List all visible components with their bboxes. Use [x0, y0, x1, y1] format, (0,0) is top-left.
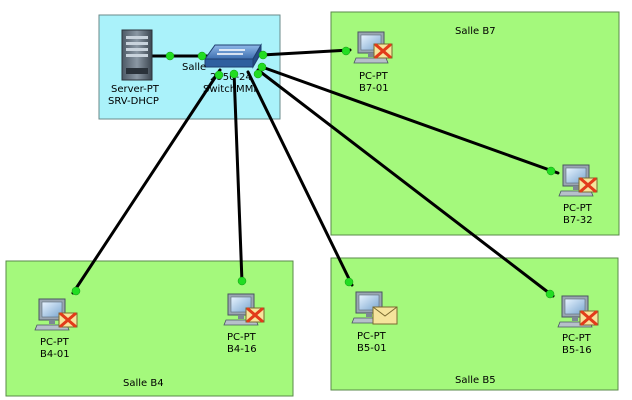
server-type-label: Server-PT [111, 84, 160, 95]
link-switch-b4-16 [232, 70, 244, 284]
pc-b7-32-type: PC-PT [563, 203, 593, 214]
links [71, 48, 560, 298]
pc-b7-01-name: B7-01 [359, 83, 389, 94]
pc-b4-16-type: PC-PT [227, 332, 257, 343]
red-x-envelope-icon [577, 176, 599, 194]
pc-b4-16-name: B4-16 [227, 344, 257, 355]
port-dot [165, 51, 175, 61]
red-x-envelope-icon [578, 309, 600, 327]
port-dot [546, 166, 556, 176]
server-name-label: SRV-DHCP [108, 96, 159, 107]
pc-b4-01-name: B4-01 [40, 349, 70, 360]
port-dot [257, 62, 267, 72]
envelope-icon [372, 306, 398, 325]
link-switch-b5-01 [246, 70, 354, 287]
link-switch-b7-01 [260, 48, 352, 57]
red-x-envelope-icon [57, 311, 79, 329]
pc-b4-01-type: PC-PT [40, 337, 70, 348]
room-label-salle-b4: Salle B4 [123, 378, 164, 389]
room-label-salle-b5: Salle B5 [455, 375, 496, 386]
link-switch-b5-16 [256, 68, 555, 298]
port-dot [341, 46, 351, 56]
pc-b7-32-name: B7-32 [563, 215, 593, 226]
red-x-envelope-icon [244, 306, 266, 324]
switch-icon[interactable] [204, 43, 262, 69]
red-x-envelope-icon [372, 42, 394, 60]
pc-b5-01-name: B5-01 [357, 343, 387, 354]
port-dot [545, 289, 555, 299]
pc-b5-16-name: B5-16 [562, 345, 592, 356]
port-dot [258, 50, 268, 60]
room-label-salle-b7: Salle B7 [455, 26, 496, 37]
switch-type-label: 2950-24 [210, 72, 252, 83]
port-dot [237, 276, 247, 286]
pc-b5-16-type: PC-PT [562, 333, 592, 344]
pc-b5-01-type: PC-PT [357, 331, 387, 342]
port-dot [253, 69, 263, 79]
port-dot [229, 69, 239, 79]
room-label-salle-switch: Salle [182, 62, 206, 73]
port-dot [71, 286, 81, 296]
port-dots [71, 46, 556, 299]
switch-name-label: SwitchMMI [203, 84, 256, 95]
port-dot [197, 51, 207, 61]
pc-b7-01-type: PC-PT [359, 71, 389, 82]
link-switch-b4-01 [71, 68, 222, 295]
link-switch-b7-32 [260, 65, 560, 175]
port-dot [214, 70, 224, 80]
port-dot [344, 277, 354, 287]
server-icon[interactable] [121, 29, 153, 81]
